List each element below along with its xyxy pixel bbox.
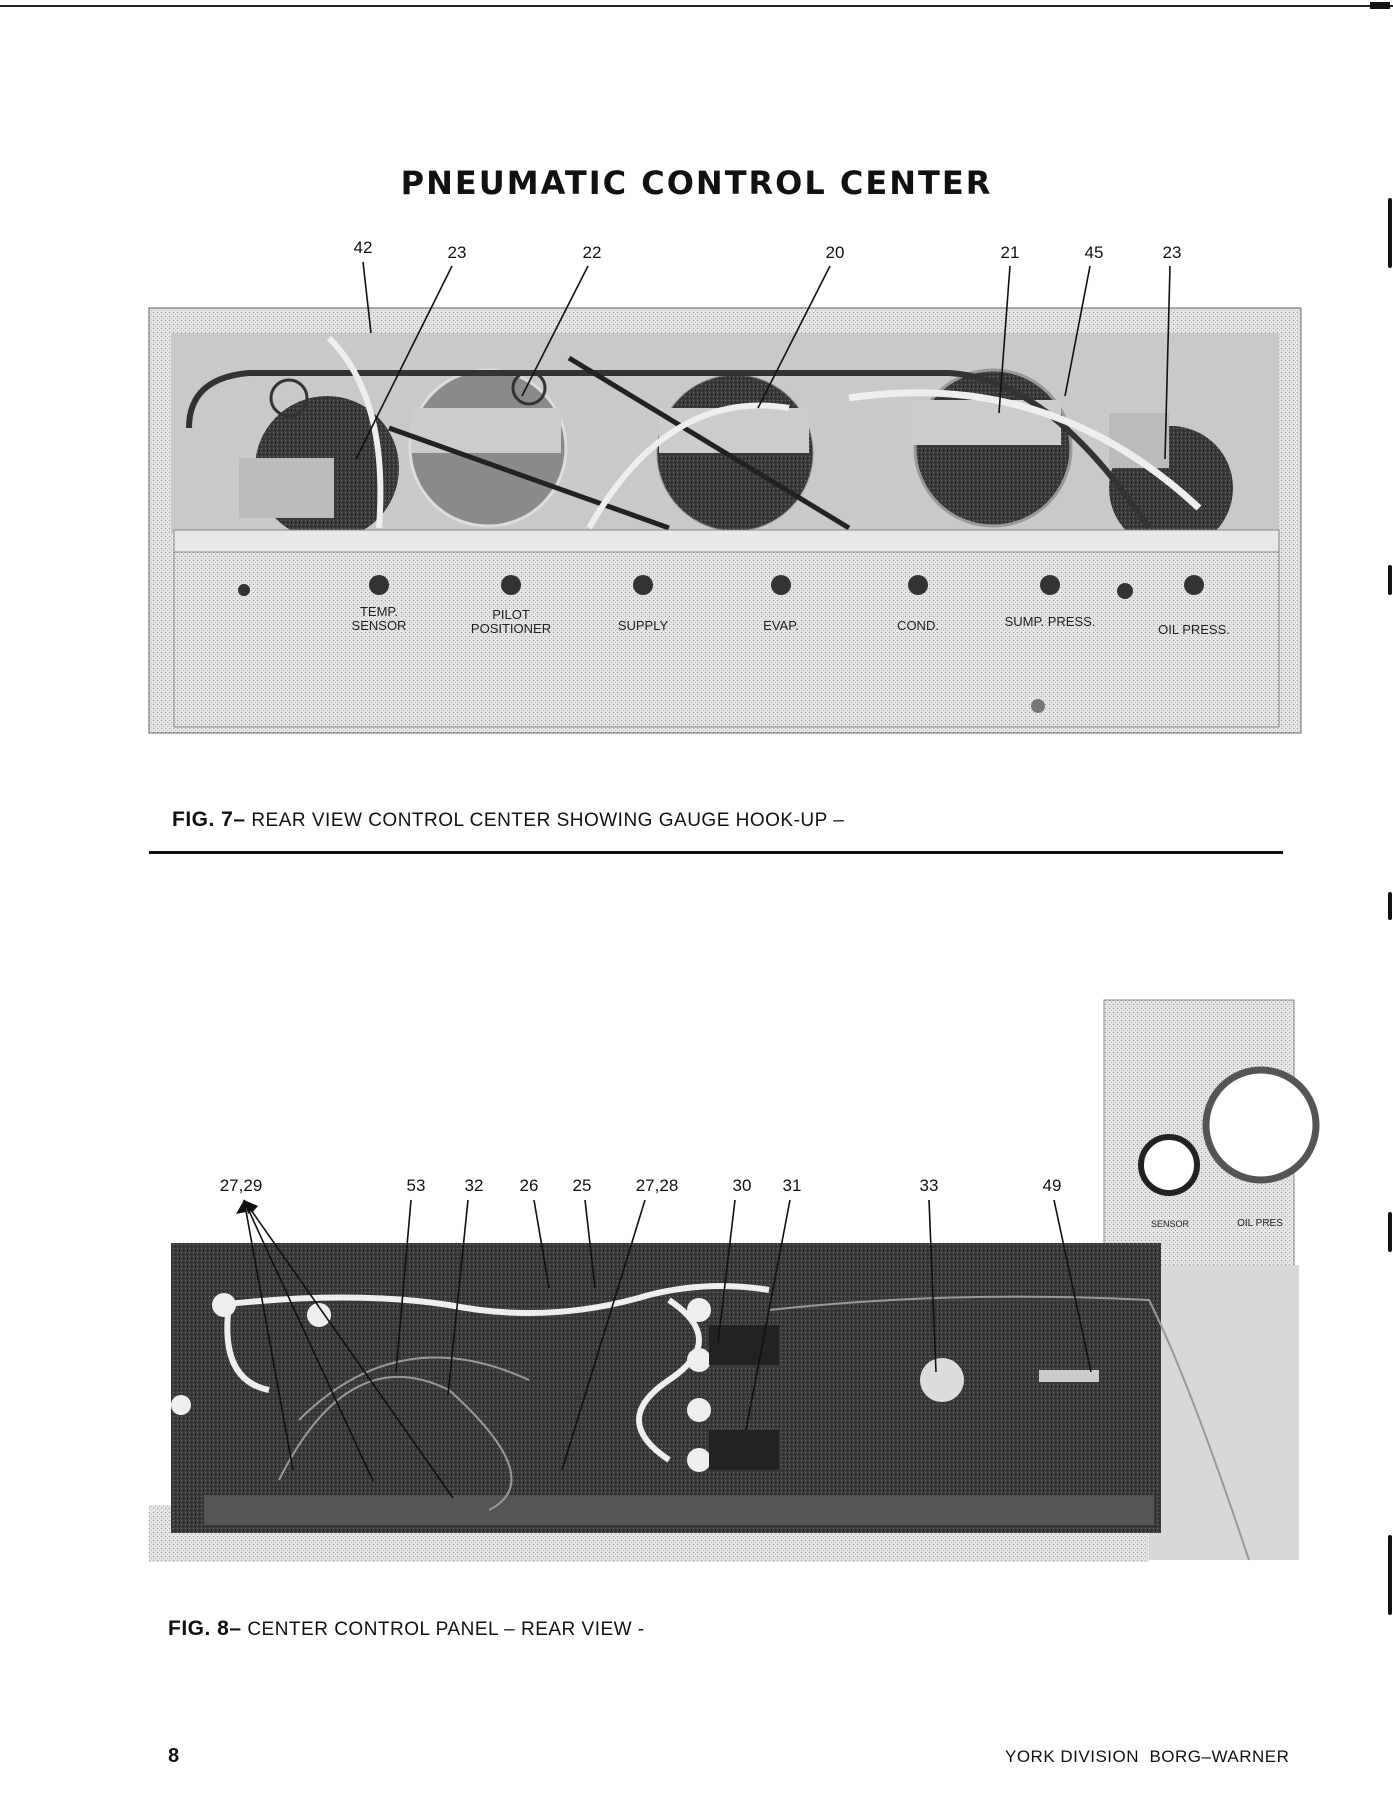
- callout-27-28: 27,28: [635, 1176, 679, 1195]
- callout-21: 21: [1000, 243, 1020, 262]
- fittings: [238, 575, 1204, 713]
- panel-label-temp-sensor: TEMP.SENSOR: [351, 604, 407, 633]
- components: [171, 1293, 1099, 1472]
- leader-27-29b: [243, 1199, 374, 1482]
- leader-27-29c: [243, 1199, 454, 1499]
- callout-26: 26: [519, 1176, 539, 1195]
- margin-change-bar: [1388, 892, 1392, 920]
- panel-label-supply: SUPPLY: [617, 618, 669, 633]
- panel-label-oil-press: OIL PRESS.: [1158, 622, 1230, 637]
- fig7-caption: FIG. 7– REAR VIEW CONTROL CENTER SHOWING…: [172, 808, 845, 831]
- leader-49: [1053, 1199, 1092, 1373]
- leader-27-28: [561, 1199, 646, 1471]
- leader-32: [447, 1199, 469, 1396]
- callout-22: 22: [582, 243, 602, 262]
- margin-change-bar: [1388, 1535, 1392, 1615]
- callout-23: 23: [447, 243, 467, 262]
- callout-53: 53: [406, 1176, 426, 1195]
- margin-change-bar: [1388, 565, 1392, 595]
- page-title: PNEUMATIC CONTROL CENTER: [400, 164, 993, 202]
- callout-33: 33: [919, 1176, 939, 1195]
- leader-23b: [1164, 265, 1171, 460]
- leader-33: [928, 1199, 937, 1373]
- callout-49: 49: [1042, 1176, 1062, 1195]
- callout-30: 30: [732, 1176, 752, 1195]
- gauge-label-oil-pres: OIL PRES: [1237, 1218, 1283, 1229]
- callout-32: 32: [464, 1176, 484, 1195]
- leader-45: [1064, 265, 1091, 397]
- section-divider: [149, 851, 1283, 854]
- page-number: 8: [168, 1745, 180, 1767]
- leader-30: [717, 1199, 736, 1344]
- leader-22: [521, 265, 589, 397]
- top-rule: [0, 5, 1393, 7]
- leader-31: [745, 1199, 791, 1431]
- fig7-photo: [148, 307, 1302, 734]
- leader-20: [757, 265, 831, 409]
- callout-42: 42: [353, 238, 373, 257]
- panel-label-evap: EVAP.: [763, 618, 799, 633]
- leader-27-29a: [243, 1199, 294, 1471]
- leader-42: [362, 261, 372, 334]
- leader-23: [355, 265, 453, 460]
- callout-31: 31: [782, 1176, 802, 1195]
- callout-25: 25: [572, 1176, 592, 1195]
- footer-publisher: YORK DIVISION BORG–WARNER: [1005, 1747, 1290, 1766]
- top-rule-end-mark: [1370, 2, 1390, 9]
- fig8-caption: FIG. 8– CENTER CONTROL PANEL – REAR VIEW…: [168, 1617, 645, 1640]
- margin-change-bar: [1388, 198, 1392, 268]
- margin-change-bar: [1388, 1212, 1392, 1252]
- leader-53: [395, 1199, 412, 1373]
- panel-label-cond: COND.: [897, 618, 939, 633]
- gauges: [239, 368, 1233, 550]
- leader-21: [998, 265, 1011, 414]
- wiring: [218, 1283, 770, 1463]
- callout-45: 45: [1084, 243, 1104, 262]
- leader-26: [533, 1199, 550, 1289]
- callout-20: 20: [825, 243, 845, 262]
- gauge-label-sensor: SENSOR: [1150, 1219, 1190, 1229]
- fig8-photo: [149, 999, 1320, 1562]
- leader-25: [584, 1199, 596, 1289]
- callout-23: 23: [1162, 243, 1182, 262]
- front-panel: [173, 551, 1280, 728]
- callout-27-29: 27,29: [219, 1176, 263, 1195]
- panel-label-sump-press: SUMP. PRESS.: [1004, 614, 1096, 629]
